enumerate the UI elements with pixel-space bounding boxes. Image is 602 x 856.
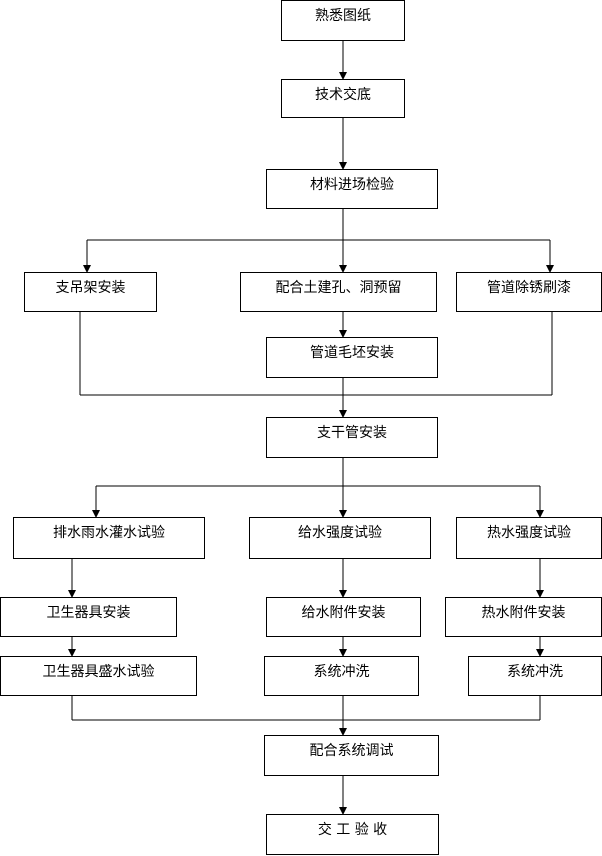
node-n16: 系统冲洗 bbox=[264, 656, 419, 696]
node-n11: 热水强度试验 bbox=[456, 517, 602, 559]
node-n17: 系统冲洗 bbox=[468, 656, 602, 696]
node-n14: 热水附件安装 bbox=[445, 597, 602, 637]
node-n7: 管道毛坯安装 bbox=[266, 337, 438, 378]
node-n13: 给水附件安装 bbox=[266, 597, 421, 637]
node-n10: 给水强度试验 bbox=[249, 517, 431, 559]
node-n5: 配合土建孔、洞预留 bbox=[240, 272, 437, 312]
node-n8: 支干管安装 bbox=[266, 417, 438, 458]
node-n12: 卫生器具安装 bbox=[0, 597, 177, 637]
node-n6: 管道除锈刷漆 bbox=[456, 272, 602, 312]
node-n2: 技术交底 bbox=[281, 79, 405, 118]
node-n19: 交 工 验 收 bbox=[266, 814, 439, 855]
node-n18: 配合系统调试 bbox=[264, 735, 439, 776]
node-n15: 卫生器具盛水试验 bbox=[0, 656, 197, 696]
node-n4: 支吊架安装 bbox=[24, 272, 157, 312]
node-n3: 材料进场检验 bbox=[266, 169, 438, 209]
node-n1: 熟悉图纸 bbox=[281, 0, 405, 41]
node-n9: 排水雨水灌水试验 bbox=[13, 517, 205, 559]
